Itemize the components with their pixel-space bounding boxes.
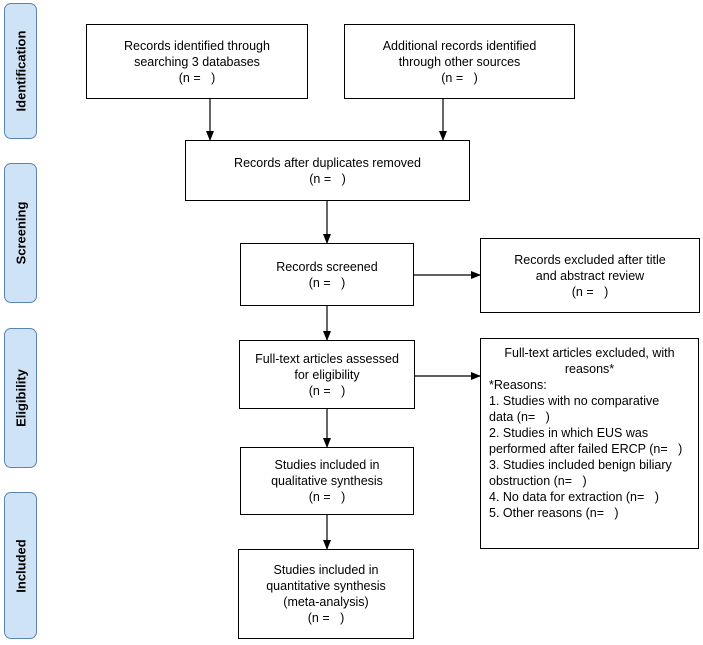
box-quantitative-synthesis-count: (n = ) (307, 611, 345, 625)
box-additional-records-line1: Additional records identified (382, 38, 537, 53)
phase-included: Included (4, 492, 37, 639)
phase-screening: Screening (4, 163, 37, 303)
box-records-excluded-title: Records excluded after title and abstrac… (480, 238, 700, 313)
box-fulltext-excluded: Full-text articles excluded, with reason… (480, 338, 699, 549)
box-duplicates-removed: Records after duplicates removed (n = ) (185, 140, 470, 201)
reason-item: 1. Studies with no comparative (489, 394, 660, 408)
box-records-identified-line2: searching 3 databases (134, 54, 260, 69)
box-quantitative-synthesis-line3: (meta-analysis) (283, 595, 369, 609)
box-fulltext-excluded-header2: reasons* (564, 362, 615, 376)
box-quantitative-synthesis-line2: quantitative synthesis (266, 579, 386, 593)
box-qualitative-synthesis-count: (n = ) (308, 490, 346, 504)
box-qualitative-synthesis-line2: qualitative synthesis (271, 474, 383, 488)
box-records-excluded-title-line1: Records excluded after title (514, 252, 666, 267)
box-quantitative-synthesis: Studies included in quantitative synthes… (238, 549, 414, 639)
box-fulltext-assessed-count: (n = ) (308, 383, 346, 398)
box-records-identified: Records identified through searching 3 d… (86, 24, 308, 99)
reasons-heading: *Reasons: (489, 378, 547, 392)
box-additional-records: Additional records identified through ot… (344, 24, 575, 99)
box-fulltext-assessed-line2: for eligibility (294, 367, 360, 382)
reason-item: obstruction (n= ) (489, 474, 587, 488)
box-fulltext-assessed: Full-text articles assessed for eligibil… (239, 340, 415, 409)
box-records-screened-count: (n = ) (308, 275, 346, 290)
box-records-identified-line1: Records identified through (124, 38, 270, 53)
box-records-screened-line1: Records screened (276, 259, 378, 274)
reason-item: performed after failed ERCP (n= ) (489, 442, 683, 456)
box-duplicates-removed-count: (n = ) (309, 171, 346, 186)
box-qualitative-synthesis-line1: Studies included in (274, 458, 380, 472)
reason-item: 2. Studies in which EUS was (489, 426, 649, 440)
phase-identification: Identification (4, 3, 37, 139)
box-fulltext-excluded-header1: Full-text articles excluded, with (504, 346, 675, 360)
box-additional-records-count: (n = ) (441, 70, 478, 85)
reason-item: 5. Other reasons (n= ) (489, 506, 619, 520)
box-qualitative-synthesis: Studies included in qualitative synthesi… (240, 447, 414, 515)
box-records-identified-count: (n = ) (178, 70, 216, 85)
box-fulltext-assessed-line1: Full-text articles assessed (255, 351, 399, 366)
box-records-screened: Records screened (n = ) (240, 243, 414, 306)
reason-item: 4. No data for extraction (n= ) (489, 490, 659, 504)
phase-eligibility: Eligibility (4, 328, 37, 468)
reason-item: data (n= ) (489, 410, 550, 424)
box-additional-records-line2: through other sources (398, 54, 521, 69)
box-quantitative-synthesis-line1: Studies included in (273, 563, 379, 577)
box-records-excluded-title-line2: and abstract review (535, 268, 645, 283)
box-records-excluded-title-count: (n = ) (571, 284, 609, 299)
box-duplicates-removed-line1: Records after duplicates removed (234, 155, 421, 170)
reason-item: 3. Studies included benign biliary (489, 458, 672, 472)
